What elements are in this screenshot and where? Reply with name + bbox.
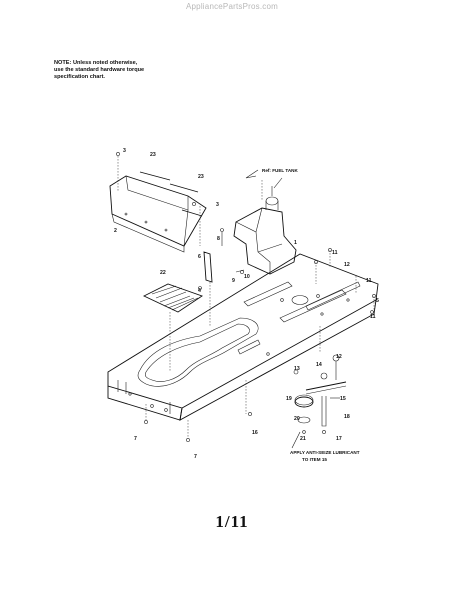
part-label-11: 11: [332, 250, 338, 256]
note-line-1: NOTE: Unless noted otherwise,: [54, 60, 138, 66]
lubricant-callout-line-1: APPLY ANTI-SEIZE LUBRICANT: [290, 450, 360, 455]
note-line-3: specification chart.: [54, 74, 105, 81]
part-label-13: 13: [294, 366, 300, 372]
part-label-9: 9: [232, 278, 235, 284]
part-label-7: 7: [194, 454, 197, 460]
part-label-6: 6: [198, 254, 201, 260]
part-label-20: 20: [294, 416, 300, 422]
part-label-4: 4: [198, 288, 201, 294]
part-label-12: 12: [336, 354, 342, 360]
pulley-assembly: [293, 354, 347, 434]
watermark: AppliancePartsPros.com: [186, 2, 278, 11]
trim-strips: [139, 171, 203, 217]
part-label-17: 17: [336, 436, 342, 442]
part-label-3: 3: [216, 202, 219, 208]
chassis-frame: [107, 253, 379, 421]
part-label-16: 16: [252, 430, 258, 436]
dash-panel: [109, 175, 207, 253]
part-label-15: 15: [340, 396, 346, 402]
part-label-18: 18: [344, 414, 350, 420]
hardware: [116, 152, 376, 442]
leader-lines: [117, 156, 375, 438]
callout-arrows: [245, 169, 301, 449]
part-label-11: 11: [370, 314, 376, 320]
part-label-12: 12: [344, 262, 350, 268]
lubricant-callout-line-2: TO ITEM 15: [302, 457, 327, 462]
part-label-3: 3: [123, 148, 126, 154]
torque-note: NOTE: Unless noted otherwise, use the st…: [54, 60, 144, 82]
part-label-11: 11: [366, 278, 372, 284]
part-label-7: 7: [134, 436, 137, 442]
fuel-tank: [233, 177, 297, 275]
part-label-19: 19: [286, 396, 292, 402]
part-label-23: 23: [150, 152, 156, 158]
page-number: 1/11: [215, 512, 249, 531]
part-label-1: 1: [294, 240, 297, 246]
part-label-14: 14: [316, 362, 322, 368]
part-label-5: 5: [376, 298, 379, 304]
part-label-8: 8: [217, 236, 220, 242]
part-label-21: 21: [300, 436, 306, 442]
bracket-items: [198, 228, 245, 290]
part-labels: 3 23 23 3 2 8 6 1 10 9 22 4 11 12 11 5 1…: [114, 148, 379, 460]
part-label-23: 23: [198, 174, 204, 180]
floor-mat: [142, 283, 203, 313]
part-label-2: 2: [114, 228, 117, 234]
note-line-2: use the standard hardware torque: [54, 67, 145, 74]
part-label-22: 22: [160, 270, 166, 276]
part-label-10: 10: [244, 274, 250, 280]
fuel-tank-callout: Ref: FUEL TANK: [262, 168, 298, 173]
